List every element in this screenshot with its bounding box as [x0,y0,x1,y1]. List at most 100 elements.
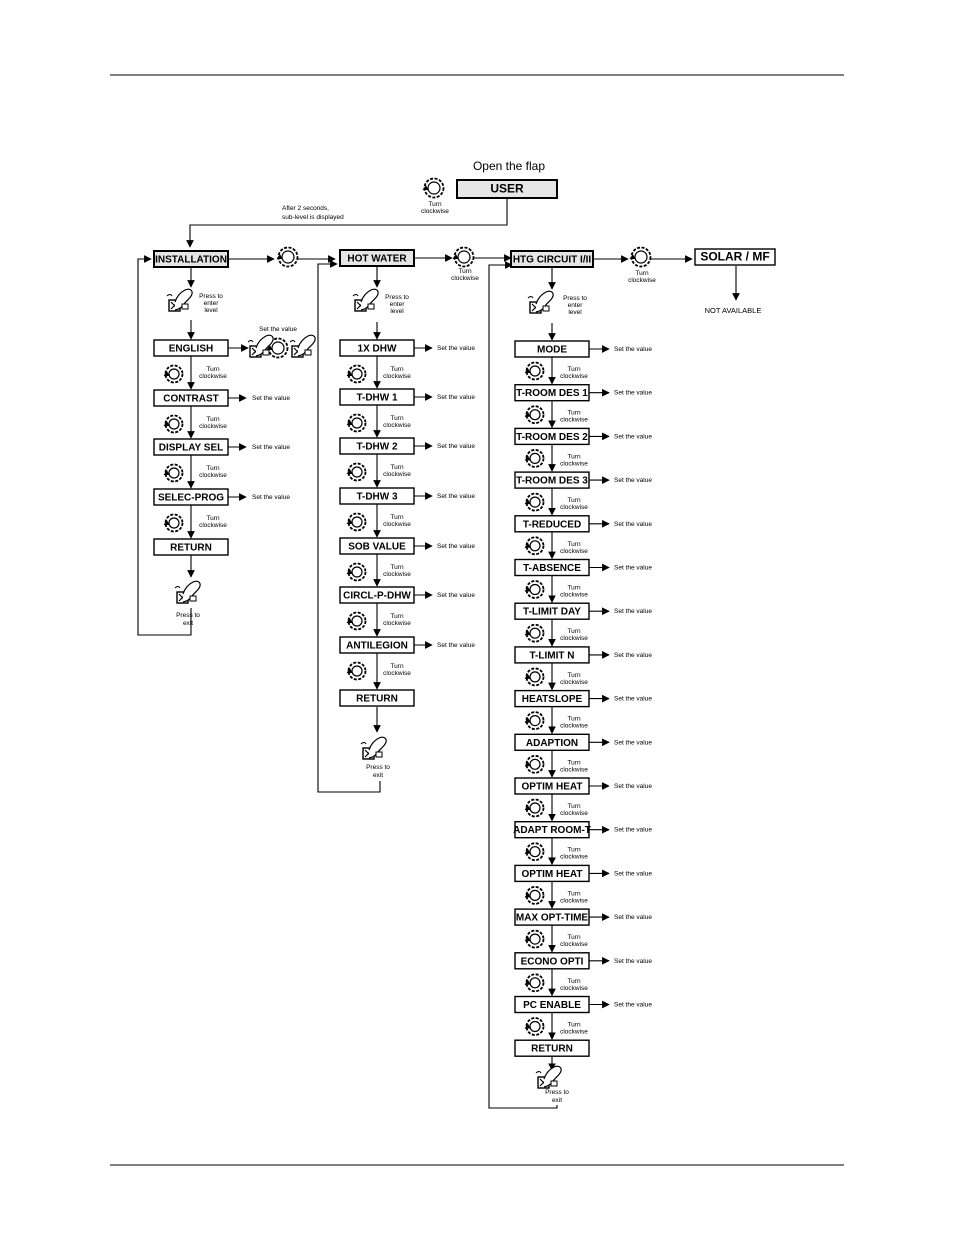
installation-2-turn: Turn [206,465,220,472]
rotary-knob-icon [524,448,545,468]
rotary-knob-icon [524,623,545,643]
english-knob-icon [266,337,289,359]
htg-item-1-box[interactable] [514,384,590,402]
rotary-knob-icon [163,513,184,533]
htg-item-8-box[interactable] [514,689,590,708]
htg-item-0-box[interactable] [514,340,590,358]
htg-4-turn: Turn [567,541,581,548]
hot-water-6-turn: Turn [390,663,404,670]
hot-water-exit-hand-icon [360,736,387,760]
hot-water-3-set-value: Set the value [437,493,475,500]
installation-1-turn: Turn [206,416,220,423]
rotary-knob-icon [163,414,184,434]
user-turn: Turn [428,201,442,208]
htg-item-9-box[interactable] [514,733,590,751]
rotary-knob-icon [524,361,545,381]
htg-item-15-box[interactable] [514,995,590,1014]
htg-item-0-label: MODE [537,345,567,356]
htg-circuit-box[interactable] [510,250,594,268]
hot-water-item-5-label: CIRCL-P-DHW [343,591,411,602]
rotary-knob-icon [524,711,545,730]
htg-3-set-value: Set the value [614,477,652,484]
installation-item-3-box[interactable] [153,488,229,506]
hot-water-item-6-box[interactable] [339,636,415,654]
hot-water-item-4-box[interactable] [339,537,415,555]
htg-9-set-value: Set the value [614,739,652,746]
htg-6-clockwise: clockwise [560,635,588,642]
htg-6-turn: Turn [567,628,581,635]
hot-water-4-turn: Turn [390,564,404,571]
not-available-label: NOT AVAILABLE [705,306,762,315]
installation-item-1-box[interactable] [153,389,229,407]
rotary-knob-icon [163,463,184,483]
installation-0-turn: Turn [206,366,220,373]
htg-item-10-box[interactable] [514,777,590,795]
hot-water-item-1-label: T-DHW 1 [356,393,398,404]
hot-water-4-clockwise: clockwise [383,571,411,578]
installation-label: INSTALLATION [155,255,227,266]
hot-water-next-knob-icon [452,246,475,268]
hot-water-box[interactable] [339,249,415,267]
installation-next-knob-icon [276,246,299,268]
htg-enter: enter [568,302,584,309]
htg-item-9-label: ADAPTION [526,738,578,749]
hot-water-3-turn: Turn [390,514,404,521]
htg-item-5-label: T-ABSENCE [523,563,581,574]
hot-water-item-5-box[interactable] [339,586,415,604]
installation-level: level [204,307,218,314]
rotary-knob-icon [346,611,367,631]
hot-water-item-7-box[interactable] [339,689,415,707]
installation-2-clockwise: clockwise [199,472,227,479]
hot-water-loop [317,260,381,793]
htg-item-14-box[interactable] [514,952,590,970]
hot-water-item-0-label: 1X DHW [358,344,397,355]
htg-6-set-value: Set the value [614,608,652,615]
hot-water-item-3-label: T-DHW 3 [356,492,398,503]
htg-3-turn: Turn [567,497,581,504]
installation-enter: enter [204,300,220,307]
installation-item-1-label: CONTRAST [163,394,219,405]
rotary-knob-icon [524,405,545,425]
htg-item-14-label: ECONO OPTI [521,956,584,967]
htg-12-turn: Turn [567,890,581,897]
htg-3-clockwise: clockwise [560,504,588,511]
htg-item-3-label: T-ROOM DES 3 [516,476,588,487]
hot-water-3-clockwise: clockwise [383,521,411,528]
htg-item-12-box[interactable] [514,864,590,883]
hot-water-item-6-label: ANTILEGION [346,641,408,652]
htg-item-6-box[interactable] [514,602,590,620]
htg-15-turn: Turn [567,1022,581,1029]
hot-water-5-set-value: Set the value [437,592,475,599]
installation-box[interactable] [153,250,229,268]
installation-item-0-box[interactable] [153,339,229,357]
htg-item-11-box[interactable] [514,821,590,839]
hot-water-item-1-box[interactable] [339,388,415,406]
installation-loop [137,255,192,636]
htg-item-7-box[interactable] [514,646,590,664]
hot-water-0-turn: Turn [390,366,404,373]
hot-water-item-0-box[interactable] [339,339,415,357]
hot-water-item-3-box[interactable] [339,487,415,505]
htg-item-16-box[interactable] [514,1039,590,1057]
htg-item-5-box[interactable] [514,558,590,577]
htg-item-4-box[interactable] [514,515,590,533]
htg-10-set-value: Set the value [614,783,652,790]
hot-water-item-2-box[interactable] [339,437,415,455]
installation-item-2-box[interactable] [153,438,229,456]
htg-item-3-box[interactable] [514,471,590,489]
htg-item-16-label: RETURN [531,1044,573,1055]
installation-item-4-box[interactable] [153,538,229,556]
htg-circuit-label: HTG CIRCUIT I/II [513,255,592,266]
htg-5-turn: Turn [567,585,581,592]
htg-next-clockwise: clockwise [628,277,656,284]
solar-mf-box[interactable] [694,248,776,266]
hot-water-1-clockwise: clockwise [383,422,411,429]
htg-item-13-box[interactable] [514,908,590,926]
user-box[interactable] [456,179,558,199]
htg-item-2-box[interactable] [514,427,590,446]
htg-exit-press: Press to [545,1089,569,1096]
htg-14-turn: Turn [567,978,581,985]
installation-exit-hand-icon [174,580,201,604]
htg-13-set-value: Set the value [614,914,652,921]
